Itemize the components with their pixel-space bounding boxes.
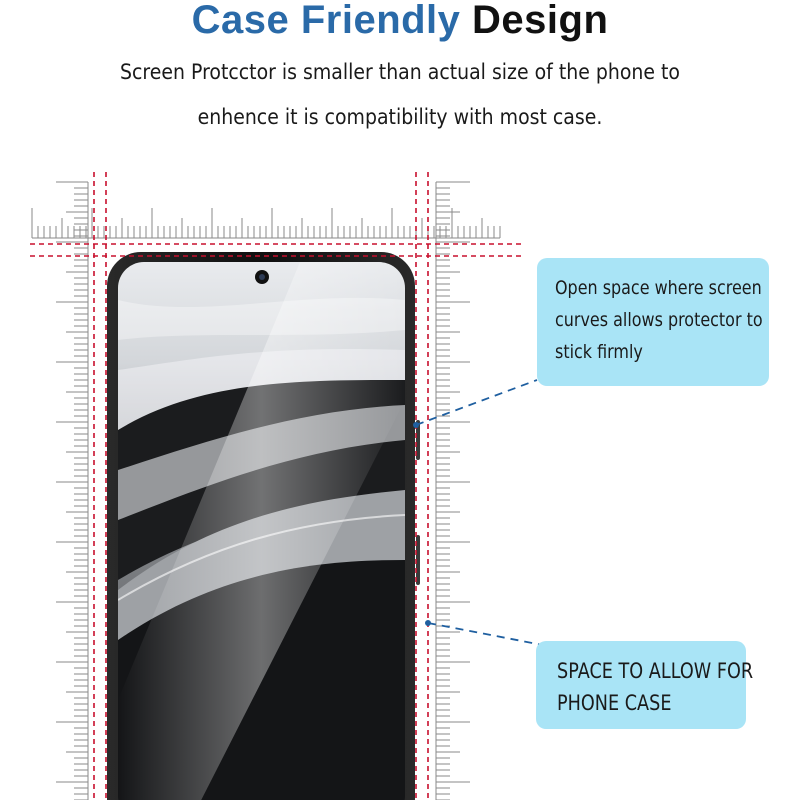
- title-rest: Design: [472, 0, 609, 42]
- callout-screen-curve: Open space where screen curves allows pr…: [537, 258, 769, 386]
- callout-line: curves allows protector to: [555, 309, 763, 331]
- callout-line: Open space where screen: [555, 277, 762, 299]
- page-title: Case Friendly Design: [0, 0, 800, 40]
- description-line-1: Screen Protcctor is smaller than actual …: [120, 60, 680, 84]
- size-guide-lines: [30, 172, 522, 800]
- callout-line: stick firmly: [555, 341, 643, 363]
- callout-line: SPACE TO ALLOW FOR: [557, 659, 754, 683]
- callout-line: PHONE CASE: [557, 691, 672, 715]
- leader-dot: [413, 422, 419, 428]
- callout-phone-case: SPACE TO ALLOW FOR PHONE CASE: [536, 641, 753, 729]
- description-line-2: enhence it is compatibility with most ca…: [197, 105, 603, 129]
- ruler-top: [31, 208, 501, 239]
- power-button: [416, 535, 420, 585]
- leader-dot: [425, 620, 431, 626]
- ruler-left: [56, 181, 89, 800]
- title-highlight: Case Friendly: [191, 0, 461, 42]
- volume-button: [416, 420, 420, 460]
- callout-leaders: [415, 379, 549, 647]
- phone-screen: [118, 262, 405, 800]
- ruler-right: [435, 181, 470, 800]
